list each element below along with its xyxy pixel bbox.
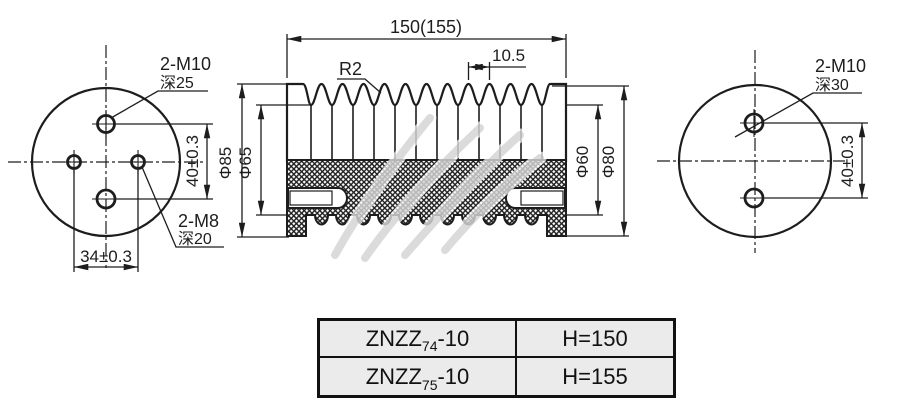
dim-40-right-label: 40±0.3 (838, 135, 857, 187)
model-sub: 74 (421, 338, 438, 354)
leader-m10-right (734, 92, 862, 138)
left-end-view: 2-M10 深25 2-M8 深20 40±0.3 34±0.3 (8, 45, 224, 272)
dim-r2-label: R2 (339, 59, 362, 79)
front-section-view: 150(155) 10.5 R2 Φ85 Φ65 Φ60 Φ80 (216, 17, 629, 265)
insert-slots (287, 187, 566, 209)
watermark (328, 111, 547, 265)
model-suffix: -10 (437, 363, 470, 389)
left-leaders (110, 90, 224, 248)
model-name: ZNZZ (365, 325, 422, 351)
label-m10-depth-left: 深25 (160, 74, 194, 92)
dim-phi65-label: Φ65 (236, 147, 255, 179)
dim-length (286, 34, 567, 78)
right-hole-ticks (740, 109, 768, 199)
dim-phi80 (552, 85, 629, 237)
model-name: ZNZZ (365, 363, 422, 389)
left-dim-40 (116, 123, 213, 200)
insert-sleeve-left (289, 190, 333, 206)
leader-r2 (337, 78, 382, 94)
right-end-view: 2-M10 深30 40±0.3 (657, 50, 868, 253)
label-m8-left: 2-M8 (178, 211, 219, 231)
table-row-height: H=155 (517, 358, 673, 395)
drawing-canvas: 2-M10 深25 2-M8 深20 40±0.3 34±0.3 (8, 17, 868, 272)
right-centerlines (657, 50, 845, 253)
dim-pitch (467, 62, 526, 80)
left-centerlines (8, 45, 205, 268)
label-m8-depth-left: 深20 (178, 230, 212, 248)
label-m10-depth-right: 深30 (815, 76, 849, 94)
model-sub: 75 (421, 377, 438, 393)
dim-phi65 (256, 104, 311, 216)
dim-phi85 (237, 83, 289, 238)
insert-sleeve-right (520, 190, 564, 206)
dim-phi85-label: Φ85 (216, 147, 235, 179)
leader-m10 (110, 90, 208, 119)
leader-m8 (141, 166, 224, 248)
dim-34-label: 34±0.3 (80, 247, 132, 266)
label-m10-right: 2-M10 (815, 56, 866, 76)
height-value: H=150 (562, 325, 628, 351)
dim-phi80-label: Φ80 (599, 146, 618, 178)
dim-pitch-label: 10.5 (492, 46, 525, 65)
dim-length-label: 150(155) (390, 17, 462, 37)
label-m10-left: 2-M10 (160, 54, 211, 74)
dim-40-left-label: 40±0.3 (183, 135, 202, 187)
height-value: H=155 (562, 363, 628, 389)
model-suffix: -10 (437, 325, 470, 351)
dim-phi60 (566, 104, 603, 216)
right-dim-40 (765, 122, 868, 199)
left-dim-34 (73, 170, 139, 272)
dim-phi60-label: Φ60 (573, 146, 592, 178)
table-row-height: H=150 (517, 321, 673, 358)
